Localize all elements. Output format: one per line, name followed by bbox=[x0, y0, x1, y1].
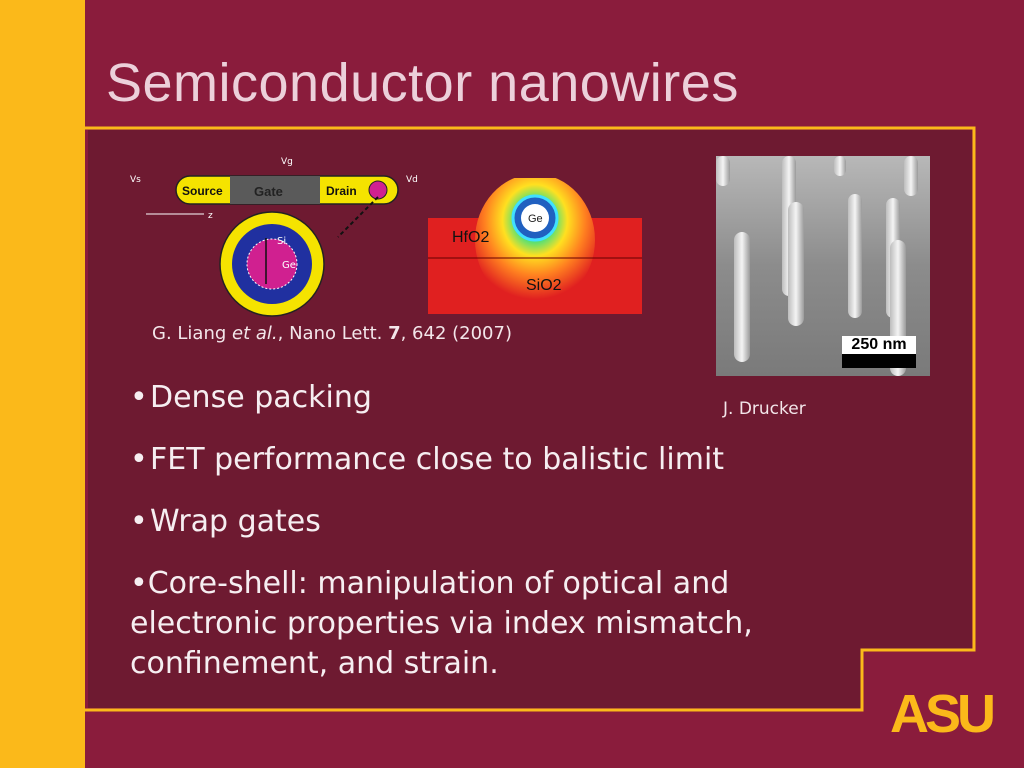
drain-label: Drain bbox=[326, 184, 357, 198]
caption-journal: , Nano Lett. bbox=[277, 323, 389, 344]
core-label: Ge bbox=[528, 213, 543, 225]
field-distribution-plot: Ge HfO2 SiO2 bbox=[428, 174, 642, 314]
caption-authors: G. Liang bbox=[152, 323, 227, 344]
sem-nanowire-image bbox=[716, 156, 930, 376]
vd-label: Vd bbox=[406, 175, 418, 185]
bullet-item: •Core-shell: manipulation of optical and… bbox=[130, 564, 870, 684]
vg-label: Vg bbox=[281, 157, 293, 167]
gate-label: Gate bbox=[254, 184, 283, 199]
source-label: Source bbox=[182, 184, 223, 198]
bullet-text: Wrap gates bbox=[150, 504, 321, 539]
bullet-dot: • bbox=[130, 380, 148, 415]
slide-title: Semiconductor nanowires bbox=[106, 53, 739, 113]
bullet-item: • FET performance close to balistic limi… bbox=[130, 440, 870, 480]
si-label: Si bbox=[277, 236, 286, 247]
caption-volume: 7 bbox=[388, 323, 401, 344]
bullet-list: • Dense packing • FET performance close … bbox=[130, 378, 870, 706]
scale-bar-label: 250 nm bbox=[842, 336, 916, 354]
vs-label: Vs bbox=[130, 175, 141, 185]
bullet-text: FET performance close to balistic limit bbox=[150, 442, 725, 477]
bullet-item: • Dense packing bbox=[130, 378, 870, 418]
bullet-text: Core-shell: manipulation of optical and … bbox=[130, 566, 753, 681]
z-label: z bbox=[208, 211, 213, 221]
bullet-dot: • bbox=[130, 566, 148, 601]
scale-bar bbox=[842, 354, 916, 368]
figure1-caption: G. Liang et al., Nano Lett. 7, 642 (2007… bbox=[152, 323, 512, 344]
sio2-label: SiO2 bbox=[526, 277, 562, 294]
bullet-text: Dense packing bbox=[150, 380, 372, 415]
caption-etal: et al. bbox=[232, 323, 278, 344]
caption-pages: , 642 (2007) bbox=[400, 323, 512, 344]
bullet-dot: • bbox=[130, 504, 148, 539]
bullet-item: • Wrap gates bbox=[130, 502, 870, 542]
asu-logo: ASU bbox=[888, 684, 1008, 744]
nanowire-fet-schematic: Source Gate Drain Vs Vg Vd z Si Ge bbox=[126, 152, 426, 322]
bullet-dot: • bbox=[130, 442, 148, 477]
gold-sidebar bbox=[0, 0, 85, 768]
asu-logo-text: ASU bbox=[890, 684, 993, 740]
hfo2-label: HfO2 bbox=[452, 229, 489, 246]
ge-label: Ge bbox=[282, 260, 296, 271]
figure2-caption: J. Drucker bbox=[723, 399, 806, 419]
